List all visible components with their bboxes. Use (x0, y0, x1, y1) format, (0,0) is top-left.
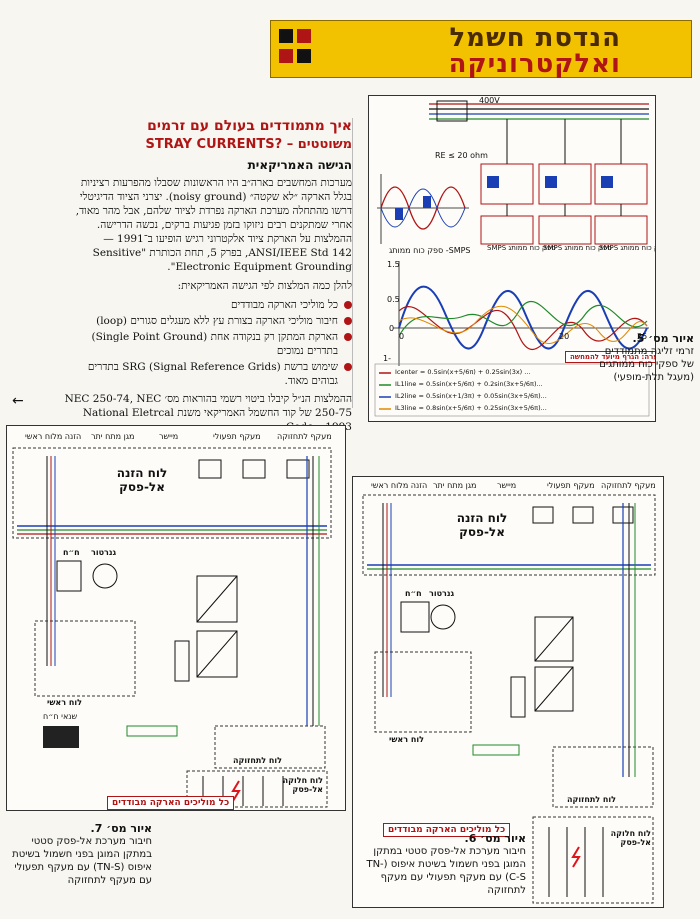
transformer-label: שנאי ח״ח (43, 712, 78, 721)
smps-box-label: ספק כוח ממותג SMPS (599, 244, 655, 252)
column-header: מיישר (497, 481, 517, 490)
hh-label: ח״ח (63, 548, 80, 557)
axis-tick: 20 (559, 332, 570, 341)
banner-title-line2: ואלקטרוניקה (448, 49, 621, 79)
list-item: הארקת המתקן רק בנקודה אחת (Single Point … (60, 330, 352, 358)
banner-square (279, 49, 293, 63)
hh-label: ח״ח (405, 589, 422, 598)
figure-7-diagram: הזנה מלוח ראשי מגן מתח יתר מיישר מעקף תפ… (6, 425, 346, 811)
legend-entry: Icenter = 0.5sin(x+5/6π) + 0.25sin(3x) .… (395, 368, 531, 376)
ups-feed-panel-label: לוח הזנה אל-פסק (456, 511, 508, 539)
axis-tick: 25 (637, 332, 648, 341)
axis-tick: -1 (383, 354, 391, 363)
paragraph: להלן כמה המלצות לפי הגישה האמריקאית: (177, 280, 352, 292)
column-header: מיישר (159, 432, 179, 441)
column-header: הזנה מלוח ראשי (371, 481, 428, 490)
figure-6-diagram: הזנה מלוח ראשי מגן מתח יתר מיישר מעקף תפ… (352, 476, 664, 908)
figure-7-svg (12, 447, 332, 808)
bullet-icon (344, 317, 352, 325)
paragraph: מערכות המחשבים בארה״ב היו הראשונות שסבלו… (75, 177, 352, 273)
legend-entry: IL3line = 0.8sin(x+5/6π) + 0.25sin(3x+5/… (395, 404, 547, 412)
column-divider (352, 118, 353, 408)
main-panel-label: לוח ראשי (47, 698, 82, 707)
generator-label: גנרטור (429, 589, 455, 598)
ground-resistance-label: RE ≤ 20 ohm (435, 151, 488, 160)
figure-5-svg (374, 100, 650, 417)
smps-label: SMPS- ספק כוח ממותג (389, 246, 471, 255)
continue-arrow-icon: ← (12, 393, 24, 409)
article-title: איך מתמודדים בעולם עם זרמים (147, 118, 352, 134)
figure-6-svg (362, 494, 656, 904)
banner-square (279, 29, 293, 43)
legend-entry: IL2line = 0.5sin(x+1/3π) + 0.05sin(3x+5/… (395, 392, 547, 400)
figure-5-caption: איור מס׳ 5. זרמי זליגה מתמודדים של ספקי … (599, 332, 694, 383)
axis-tick: 0 (399, 332, 405, 341)
column-header: מעקף לתחזוקה (601, 481, 656, 490)
column-header: הזנה מלוח ראשי (25, 432, 82, 441)
bullet-icon (344, 333, 352, 341)
insulated-ground-tag: כל מוליכים הארקה מבודדים (107, 796, 235, 810)
list-item: שימוש ברשת SRG (Signal Reference Grids) … (60, 360, 352, 388)
axis-tick: 0.5 (387, 295, 400, 304)
axis-tick: 0 (389, 324, 395, 333)
section-banner: הנדסת חשמל ואלקטרוניקה (270, 20, 692, 79)
recommendation-list: כל מוליכי הארקה מבודדים חיבור מוליכי האר… (60, 298, 352, 388)
axis-tick: 1.5 (387, 260, 400, 269)
list-item: חיבור מוליכי הארקה בצורת עץ ללא מעגלים ס… (60, 314, 352, 328)
figure-7-caption: איור מס׳ 7. חיבור מערכת אל-פסק סטטי במתק… (12, 822, 152, 886)
banner-title-line1: הנדסת חשמל (449, 23, 621, 53)
main-panel-label: לוח ראשי (389, 735, 424, 744)
maintenance-panel-label: לוח לתחזוקה (567, 795, 617, 804)
smps-box-label: ספק כוח ממותג SMPS (543, 244, 612, 252)
voltage-label: 400V (479, 96, 500, 105)
section-heading: הגישה האמריקאית (247, 158, 352, 172)
column-header: מגן מתח יתר (91, 432, 135, 441)
distribution-panel-label: לוח חלוקה אל-פסק (282, 776, 323, 794)
column-header: מגן מתח יתר (433, 481, 477, 490)
ups-feed-panel-label: לוח הזנה אל-פסק (116, 466, 168, 494)
column-header: מעקף לתחזוקה (277, 432, 332, 441)
figure-6-caption: איור מס׳ 6. חיבור מערכת אל-פסק סטטי במתק… (366, 832, 526, 896)
article-subtitle: משוטטים – ?STRAY CURRENTS (145, 137, 352, 152)
maintenance-panel-label: לוח לתחזוקה (233, 756, 283, 765)
bullet-icon (344, 301, 352, 309)
insulated-ground-tag: כל מוליכים הארקה מבודדים (383, 823, 511, 837)
distribution-panel-label: לוח חלוקה אל-פסק (610, 829, 651, 847)
figure-5-diagram: ספק כוח ממותג SMPS ספק כוח ממותג SMPS ספ… (368, 95, 656, 422)
generator-label: גנרטור (91, 548, 117, 557)
banner-square (297, 29, 311, 43)
legend-entry: IL1line = 0.5sin(x+5/6π) + 0.2sin(3x+5/6… (395, 380, 543, 388)
article-text: איך מתמודדים בעולם עם זרמים משוטטים – ?S… (60, 118, 352, 433)
bullet-icon (344, 363, 352, 371)
column-header: מעקף תפעולי (547, 481, 595, 490)
column-header: מעקף תפעולי (213, 432, 261, 441)
list-item: כל מוליכי הארקה מבודדים (60, 298, 352, 312)
smps-box-label: ספק כוח ממותג SMPS (487, 244, 556, 252)
banner-square (297, 49, 311, 63)
graph-note: הערה: הגרף מיועד להמחשה (565, 351, 655, 363)
